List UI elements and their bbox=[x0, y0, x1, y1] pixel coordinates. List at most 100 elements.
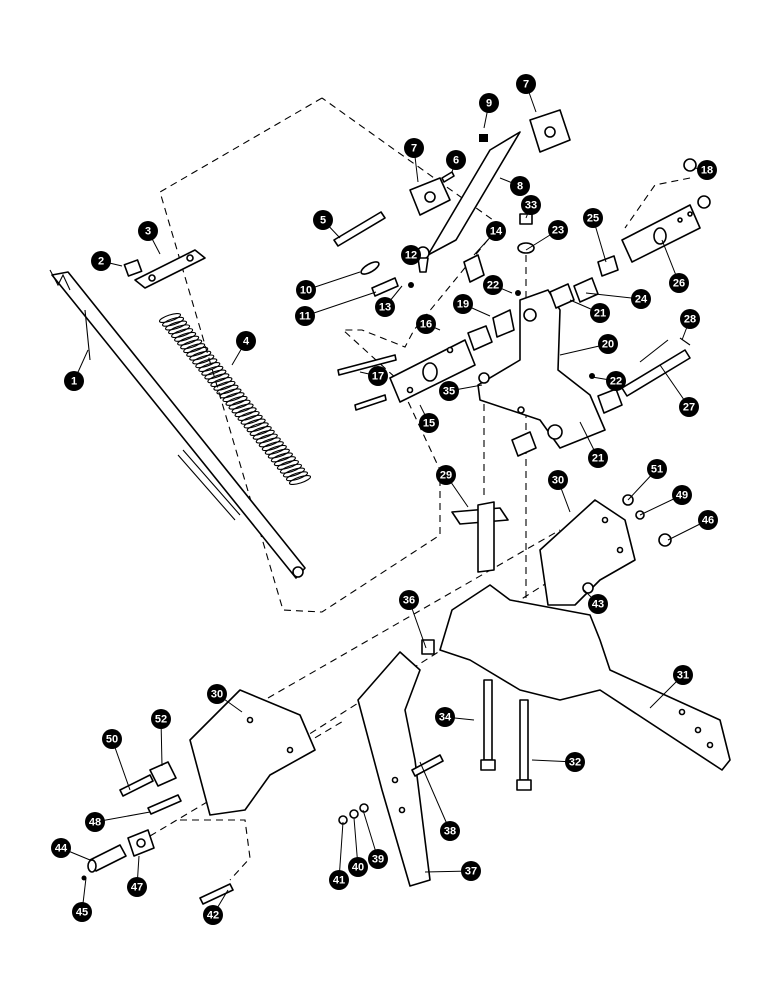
callout-number: 30 bbox=[552, 475, 564, 487]
callout-circle bbox=[85, 812, 105, 832]
part-pin-6 bbox=[441, 171, 455, 183]
callout-5: 5 bbox=[313, 210, 333, 230]
callout-circle bbox=[440, 821, 460, 841]
callout-number: 43 bbox=[592, 599, 604, 611]
callout-number: 21 bbox=[592, 453, 604, 465]
callout-number: 20 bbox=[602, 339, 614, 351]
callout-20: 20 bbox=[598, 334, 618, 354]
part-link-8 bbox=[427, 131, 521, 256]
part-washer-23 bbox=[517, 242, 535, 254]
callout-circle bbox=[313, 210, 333, 230]
callout-circle bbox=[590, 303, 610, 323]
callout-number: 4 bbox=[243, 336, 250, 348]
callout-number: 52 bbox=[155, 714, 167, 726]
part-plate-52 bbox=[149, 761, 177, 787]
callout-number: 24 bbox=[635, 294, 648, 306]
part-bolt-48 bbox=[147, 794, 182, 815]
callout-number: 12 bbox=[405, 250, 417, 262]
callout-number: 2 bbox=[98, 256, 104, 268]
part-bolt-34 bbox=[480, 679, 496, 771]
callout-number: 23 bbox=[552, 225, 564, 237]
callout-circle bbox=[399, 590, 419, 610]
callout-number: 33 bbox=[525, 200, 537, 212]
part-bolt-32 bbox=[516, 699, 532, 791]
callout-number: 38 bbox=[444, 826, 456, 838]
callout-24: 24 bbox=[631, 289, 651, 309]
callout-circle bbox=[548, 220, 568, 240]
callout-number: 39 bbox=[372, 854, 384, 866]
callout-circle bbox=[375, 297, 395, 317]
callout-circle bbox=[461, 861, 481, 881]
callout-number: 22 bbox=[610, 376, 622, 388]
callout-circle bbox=[127, 877, 147, 897]
callout-26: 26 bbox=[669, 273, 689, 293]
callout-22: 22 bbox=[483, 275, 503, 295]
callout-circle bbox=[368, 366, 388, 386]
callout-43: 43 bbox=[588, 594, 608, 614]
callout-40: 40 bbox=[348, 857, 368, 877]
callout-circle bbox=[203, 905, 223, 925]
callout-number: 3 bbox=[145, 226, 151, 238]
part-clip-10 bbox=[360, 261, 380, 275]
callout-circle bbox=[565, 752, 585, 772]
callout-4: 4 bbox=[236, 331, 256, 351]
part-nuts-18 bbox=[683, 158, 711, 209]
part-washers-39-41 bbox=[338, 803, 369, 825]
callout-circle bbox=[598, 334, 618, 354]
callout-circle bbox=[151, 709, 171, 729]
callout-circle bbox=[138, 221, 158, 241]
callout-31: 31 bbox=[673, 665, 693, 685]
callout-number: 11 bbox=[299, 311, 311, 323]
callout-number: 7 bbox=[411, 143, 417, 155]
part-nut-46 bbox=[658, 533, 672, 547]
callout-number: 10 bbox=[300, 285, 312, 297]
guide-line-bolt-42 bbox=[180, 819, 251, 881]
callout-7: 7 bbox=[404, 138, 424, 158]
callout-18: 18 bbox=[697, 160, 717, 180]
callout-number: 27 bbox=[683, 402, 695, 414]
callout-number: 21 bbox=[594, 308, 606, 320]
callout-circle bbox=[673, 665, 693, 685]
callout-circle bbox=[207, 684, 227, 704]
callout-circle bbox=[236, 331, 256, 351]
callout-number: 5 bbox=[320, 215, 326, 227]
callout-number: 47 bbox=[131, 882, 143, 894]
callout-19: 19 bbox=[453, 294, 473, 314]
callout-number: 18 bbox=[701, 165, 713, 177]
callout-number: 48 bbox=[89, 817, 101, 829]
part-bushing-14 bbox=[463, 254, 485, 283]
callout-29: 29 bbox=[436, 465, 456, 485]
callout-30: 30 bbox=[207, 684, 227, 704]
callout-number: 41 bbox=[333, 875, 345, 887]
callout-50: 50 bbox=[102, 729, 122, 749]
callout-39: 39 bbox=[368, 849, 388, 869]
callout-circle bbox=[669, 273, 689, 293]
part-nut-33 bbox=[519, 213, 533, 225]
part-bushing-24 bbox=[573, 277, 599, 303]
part-arm-20 bbox=[477, 289, 606, 449]
callout-number: 37 bbox=[465, 866, 477, 878]
leader-line-11 bbox=[304, 291, 377, 317]
callout-51: 51 bbox=[647, 459, 667, 479]
callout-circle bbox=[453, 294, 473, 314]
part-bushing-36 bbox=[421, 639, 435, 655]
callout-46: 46 bbox=[698, 510, 718, 530]
callout-circle bbox=[296, 280, 316, 300]
part-nut-9 bbox=[479, 134, 488, 142]
callout-circle bbox=[679, 397, 699, 417]
callout-circle bbox=[697, 160, 717, 180]
callout-circle bbox=[483, 275, 503, 295]
callout-circle bbox=[548, 470, 568, 490]
callout-number: 8 bbox=[517, 181, 523, 193]
callout-circle bbox=[436, 465, 456, 485]
callout-number: 14 bbox=[490, 226, 503, 238]
callout-circle bbox=[647, 459, 667, 479]
callout-number: 13 bbox=[379, 302, 391, 314]
part-block-7a bbox=[409, 177, 451, 216]
callout-circle bbox=[521, 195, 541, 215]
callout-10: 10 bbox=[296, 280, 316, 300]
part-rod-1 bbox=[49, 269, 306, 579]
callout-circle bbox=[631, 289, 651, 309]
callout-number: 49 bbox=[676, 490, 688, 502]
part-bushings-21 bbox=[511, 283, 623, 457]
